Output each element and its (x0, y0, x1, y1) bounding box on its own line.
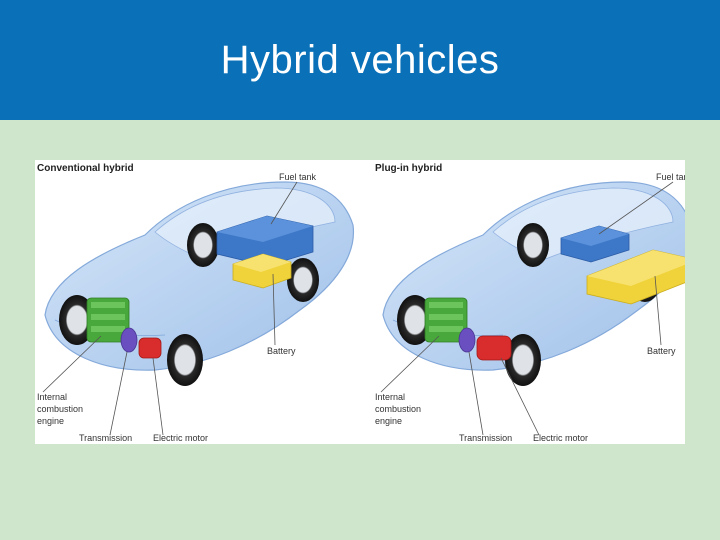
battery-label: Battery (647, 346, 676, 356)
battery (232, 253, 292, 289)
fuel-tank (560, 225, 630, 263)
transmission-label: Transmission (79, 433, 132, 443)
wheel (517, 223, 549, 267)
engine-label-line: engine (37, 416, 64, 426)
battery (586, 249, 685, 305)
engine-label-line: engine (375, 416, 402, 426)
battery-label: Battery (267, 346, 296, 356)
electric-motor-label: Electric motor (533, 433, 588, 443)
panel-conventional-hybrid: Conventional hybrid (37, 163, 355, 443)
engine-label-line: Internal (375, 392, 405, 402)
title-bar: Hybrid vehicles (0, 0, 720, 120)
panel-label: Plug-in hybrid (375, 163, 442, 174)
engine-label-line: Internal (37, 392, 67, 402)
hybrid-diagram-svg: Conventional hybrid (37, 163, 685, 443)
engine (86, 297, 130, 343)
slide-title: Hybrid vehicles (220, 37, 500, 82)
transmission (458, 327, 476, 353)
transmission-label: Transmission (459, 433, 512, 443)
panel-label: Conventional hybrid (37, 163, 134, 174)
engine-label-line: combustion (375, 404, 421, 414)
electric-motor-label: Electric motor (153, 433, 208, 443)
wheel (187, 223, 219, 267)
hybrid-diagram-figure: Conventional hybrid (35, 160, 685, 444)
engine (424, 297, 468, 343)
electric-motor (476, 335, 512, 361)
wheel (505, 334, 541, 386)
wheel (397, 295, 433, 345)
fuel-tank (216, 215, 314, 267)
fuel-tank-label: Fuel tank (656, 172, 685, 182)
wheel (167, 334, 203, 386)
wheel (59, 295, 95, 345)
engine-label-line: combustion (37, 404, 83, 414)
transmission (120, 327, 138, 353)
fuel-tank-label: Fuel tank (279, 172, 317, 182)
wheel (287, 258, 319, 302)
electric-motor (138, 337, 162, 359)
panel-plug-in-hybrid: Plug-in hybrid (375, 163, 685, 443)
